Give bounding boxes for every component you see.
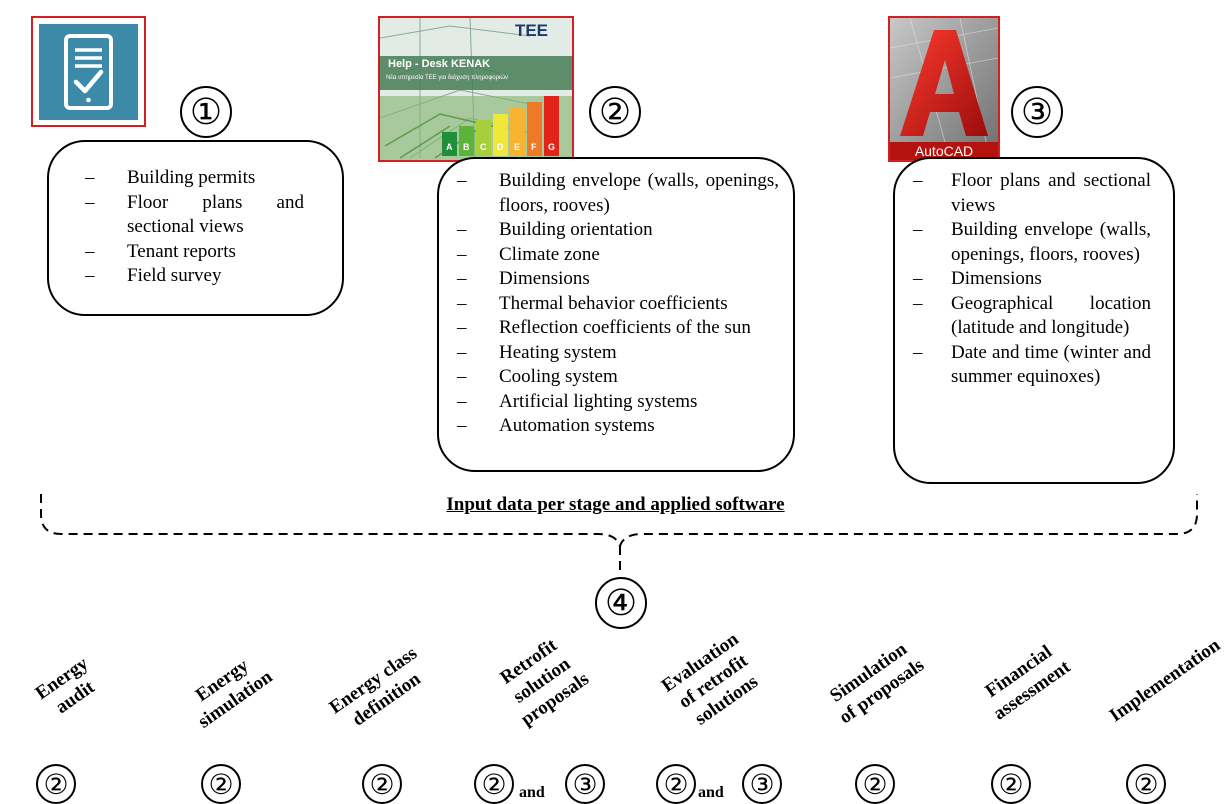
and-joiner: and — [698, 784, 724, 801]
input-list-2: Building envelope (walls, openings, floo… — [443, 169, 779, 439]
step-4-badge: ④ — [595, 577, 647, 629]
stage-tool-badge: ② — [855, 764, 895, 804]
energy-scale-bars — [442, 94, 570, 156]
stage-tool-badge: ③ — [565, 764, 605, 804]
stage-tool-badge: ② — [201, 764, 241, 804]
list-item: Building envelope (walls, openings, floo… — [443, 169, 779, 218]
scale-letter-a: A — [446, 142, 453, 152]
helpdesk-subtitle: Νέα υπηρεσία ΤΕΕ για διάχυση πληροφοριών — [386, 75, 509, 81]
stage-tool-badge: ② — [362, 764, 402, 804]
list-item: Reflection coefficients of the sun — [443, 316, 779, 341]
document-check-logo — [31, 16, 146, 127]
autocad-logo: AutoCAD — [888, 16, 1000, 162]
step-3-badge: ③ — [1011, 86, 1063, 138]
list-item: Floor plans and sectional views — [71, 191, 304, 240]
list-item: Field survey — [71, 264, 304, 289]
list-item: Floor plans and sectional views — [899, 169, 1151, 218]
list-item: Building envelope (walls, openings, floo… — [899, 218, 1151, 267]
stage-tool-badge: ② — [474, 764, 514, 804]
scale-letter-g: G — [548, 142, 556, 152]
input-list-3: Floor plans and sectional views Building… — [899, 169, 1151, 390]
list-item: Geographical location (latitude and long… — [899, 292, 1151, 341]
scale-letter-e: E — [514, 142, 521, 152]
helpdesk-title: Help - Desk KENAK — [388, 58, 491, 70]
step-1-badge: ① — [180, 86, 232, 138]
scale-letter-d: D — [497, 142, 504, 152]
tablet-check-icon — [39, 24, 138, 120]
diagram-caption: Input data per stage and applied softwar… — [446, 494, 785, 515]
and-joiner: and — [519, 784, 545, 801]
list-item: Cooling system — [443, 365, 779, 390]
tee-brand: TEE — [514, 21, 548, 40]
stage-label: Implementation — [1105, 633, 1225, 726]
input-box-1: Building permits Floor plans and section… — [47, 140, 344, 316]
stage-tool-badge: ③ — [742, 764, 782, 804]
list-item: Heating system — [443, 341, 779, 366]
list-item: Building orientation — [443, 218, 779, 243]
list-item: Building permits — [71, 166, 304, 191]
stage-tool-badge: ② — [36, 764, 76, 804]
scale-letter-c: C — [480, 142, 487, 152]
kenak-helpdesk-logo: TEE Help - Desk KENAK Νέα υπηρεσία ΤΕΕ γ… — [378, 16, 574, 162]
list-item: Date and time (winter and summer equinox… — [899, 341, 1151, 390]
list-item: Automation systems — [443, 414, 779, 439]
stage-label-line: Implementation — [1105, 634, 1225, 726]
list-item: Tenant reports — [71, 240, 304, 265]
stage-tool-badge: ② — [1126, 764, 1166, 804]
input-list-1: Building permits Floor plans and section… — [71, 166, 304, 289]
list-item: Dimensions — [899, 267, 1151, 292]
list-item: Dimensions — [443, 267, 779, 292]
scale-letter-b: B — [463, 142, 470, 152]
list-item: Thermal behavior coefficients — [443, 292, 779, 317]
stage-tool-badge: ② — [991, 764, 1031, 804]
stage-tool-badge: ② — [656, 764, 696, 804]
scale-letter-f: F — [531, 142, 537, 152]
input-box-2: Building envelope (walls, openings, floo… — [437, 157, 795, 472]
input-box-3: Floor plans and sectional views Building… — [893, 157, 1175, 484]
autocad-label: AutoCAD — [914, 143, 974, 159]
list-item: Artificial lighting systems — [443, 390, 779, 415]
step-2-badge: ② — [589, 86, 641, 138]
list-item: Climate zone — [443, 243, 779, 268]
